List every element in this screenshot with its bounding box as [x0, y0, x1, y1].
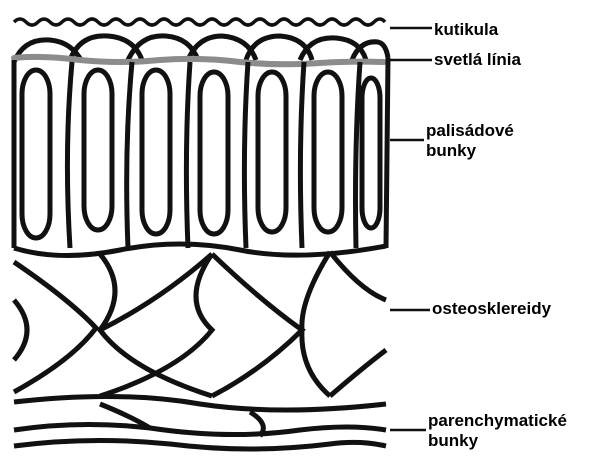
osteosclereid-cells	[14, 252, 386, 396]
label-svetla-linia: svetlá línia	[434, 50, 521, 70]
label-palisadove-bunky: palisádové bunky	[426, 121, 514, 161]
label-osteosklereidy: osteosklereidy	[432, 299, 551, 319]
label-palisadove-line1: palisádové	[426, 121, 514, 140]
cuticle-line	[14, 19, 385, 25]
label-kutikula: kutikula	[434, 20, 498, 40]
label-palisadove-line2: bunky	[426, 141, 476, 160]
label-parenchymaticke-line1: parenchymatické	[428, 411, 567, 431]
leader-lines	[390, 28, 432, 430]
palisade-cell-lumens	[22, 70, 380, 238]
label-parenchymaticke-bunky: parenchymatické bunky	[428, 411, 567, 451]
label-parenchymaticke-line2: bunky	[428, 431, 567, 451]
parenchyma-cells	[14, 396, 386, 449]
